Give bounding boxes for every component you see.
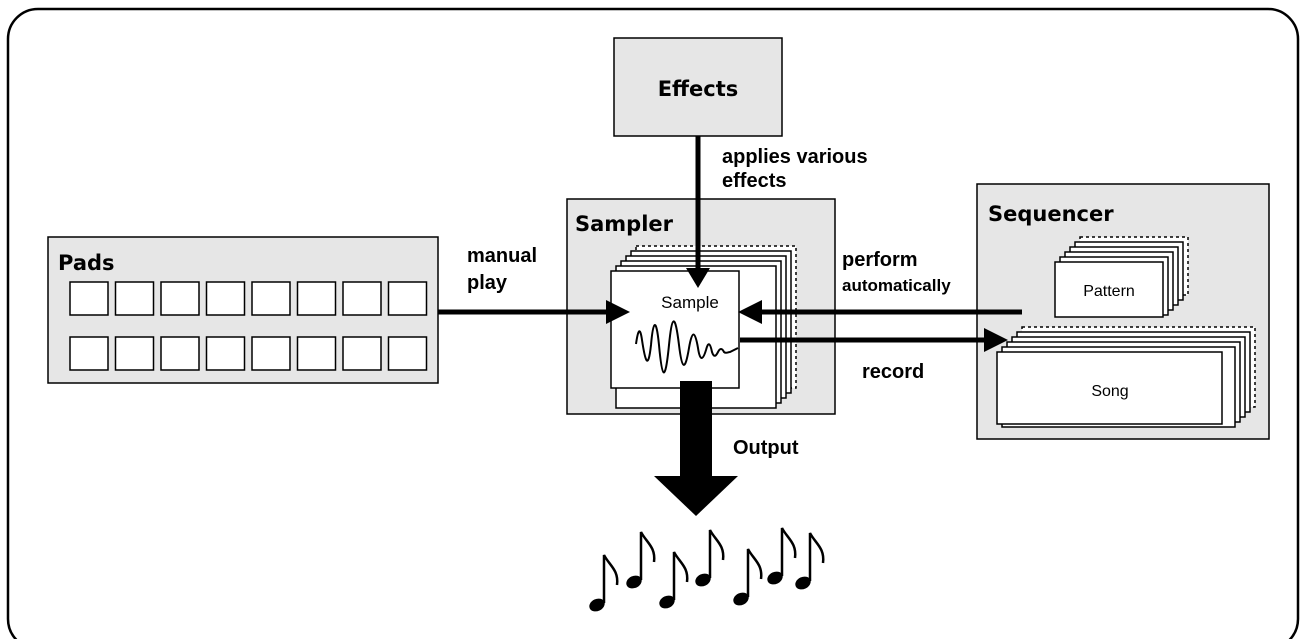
music-note-stem [639, 531, 656, 580]
perform-label-line1: perform [842, 249, 918, 271]
music-note-stem [708, 529, 725, 578]
effects-block: Effects [613, 37, 783, 137]
pad [114, 336, 155, 371]
pad [387, 281, 428, 316]
music-note-icon [795, 576, 811, 590]
output-arrow [654, 381, 738, 516]
pad [387, 336, 428, 371]
pad-grid [69, 281, 428, 371]
music-note-icon [695, 573, 711, 587]
effects-title: Effects [658, 77, 739, 101]
pad [251, 281, 291, 316]
manual-play-label-line2: play [467, 272, 508, 294]
pattern-card-front [1054, 261, 1164, 318]
effects-arrow-head [686, 268, 710, 288]
pad [114, 281, 155, 316]
pad [205, 336, 246, 371]
music-note-stem [780, 527, 797, 576]
effects-arrow-label-line1: applies various [722, 146, 868, 168]
pad [205, 281, 246, 316]
pad [160, 336, 200, 371]
pad [296, 336, 337, 371]
perform-arrow [738, 300, 1022, 324]
music-note-stem [808, 532, 825, 581]
effects-box [613, 37, 783, 137]
music-note-icon [659, 595, 675, 609]
song-card-front [996, 351, 1223, 425]
pad [69, 281, 109, 316]
pad [160, 281, 200, 316]
output-arrow-shaft [680, 381, 712, 478]
sample-card-front [610, 270, 740, 389]
pad [251, 336, 291, 371]
manual-play-arrow [438, 300, 630, 324]
music-note-stem [746, 548, 763, 597]
perform-label-line2: automatically [842, 276, 951, 295]
sample-label: Sample [661, 293, 719, 312]
pad [69, 336, 109, 371]
music-notes-icon [589, 527, 825, 612]
music-note-icon [589, 598, 605, 612]
record-arrow-head [984, 328, 1008, 352]
manual-play-arrow-head [606, 300, 630, 324]
music-note-icon [733, 592, 749, 606]
sampler-title: Sampler [575, 212, 674, 236]
song-label: Song [1091, 383, 1128, 400]
pattern-label: Pattern [1083, 283, 1135, 300]
sampler-block: Sampler Sample [566, 198, 836, 415]
effects-arrow-label-line2: effects [722, 170, 786, 192]
manual-play-label-line1: manual [467, 245, 537, 267]
record-label: record [862, 361, 924, 383]
music-note-stem [672, 551, 689, 600]
sequencer-title: Sequencer [988, 202, 1114, 226]
pad [342, 336, 382, 371]
output-arrow-head [654, 476, 738, 516]
music-note-icon [767, 571, 783, 585]
pads-title: Pads [58, 251, 115, 275]
output-label: Output [733, 437, 799, 459]
effects-arrow [686, 136, 710, 288]
waveform-icon [635, 320, 739, 374]
pad [342, 281, 382, 316]
pads-block: Pads [47, 236, 439, 384]
music-note-icon [626, 575, 642, 589]
pad [296, 281, 337, 316]
music-note-stem [602, 554, 619, 603]
record-arrow [740, 328, 1008, 352]
perform-arrow-head [738, 300, 762, 324]
